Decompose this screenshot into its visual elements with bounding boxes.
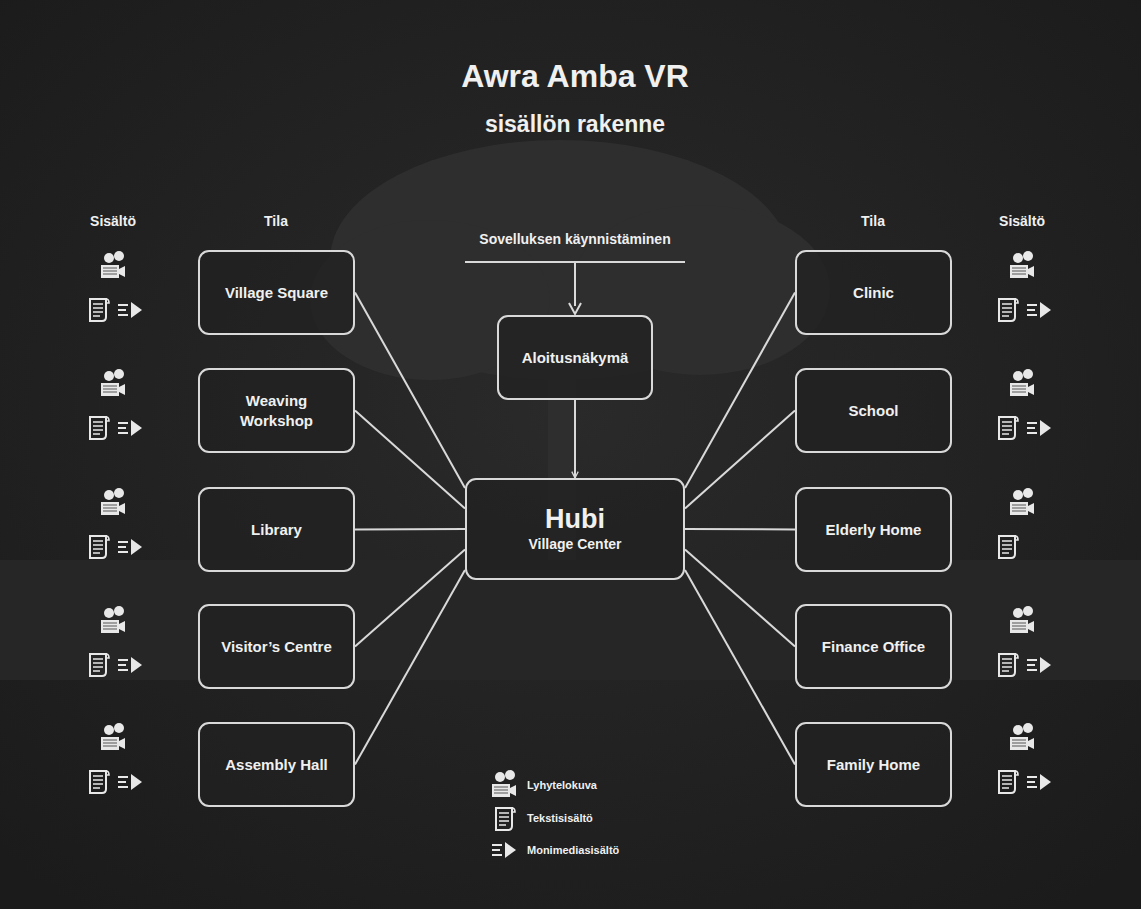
connector-line: [685, 528, 795, 531]
node-title: Elderly Home: [826, 520, 922, 540]
column-header: Sisältö: [999, 213, 1045, 229]
node-title: Hubi: [545, 503, 605, 535]
connector-line: [355, 411, 465, 509]
room-box: Assembly Hall: [198, 722, 355, 807]
node-title: School: [848, 401, 898, 421]
node-title: Family Home: [827, 755, 920, 775]
node-title: Finance Office: [822, 637, 925, 657]
legend-text: Tekstisisältö: [527, 812, 593, 824]
diagram-subtitle: sisällön rakenne: [485, 111, 665, 138]
node-title: Library: [251, 520, 302, 540]
room-box: Aloitusnäkymä: [497, 315, 653, 400]
node-title: Aloitusnäkymä: [522, 348, 629, 368]
node-title: Weaving Workshop: [214, 391, 339, 430]
node-title: Visitor’s Centre: [221, 637, 332, 657]
room-box: Library: [198, 487, 355, 572]
legend-text: Monimediasisältö: [527, 844, 619, 856]
connector-line: [685, 570, 795, 765]
node-title: Clinic: [853, 283, 894, 303]
connector-line: [355, 528, 465, 531]
column-header: Tila: [264, 213, 288, 229]
room-box: Finance Office: [795, 604, 952, 689]
connector-line: [355, 570, 465, 765]
legend-text: Lyhytelokuva: [527, 779, 597, 791]
room-box: Village Square: [198, 250, 355, 335]
column-header: Tila: [861, 213, 885, 229]
hub-box: HubiVillage Center: [465, 478, 685, 580]
diagram-title: Awra Amba VR: [461, 58, 689, 95]
room-box: Clinic: [795, 250, 952, 335]
node-subtitle: Village Center: [528, 535, 621, 555]
node-title: Assembly Hall: [225, 755, 328, 775]
connector-line: [574, 400, 576, 478]
room-box: Visitor’s Centre: [198, 604, 355, 689]
column-header: Sisältö: [90, 213, 136, 229]
connector-line: [685, 411, 795, 509]
room-box: Family Home: [795, 722, 952, 807]
node-title: Village Square: [225, 283, 328, 303]
room-box: Elderly Home: [795, 487, 952, 572]
room-box: Weaving Workshop: [198, 368, 355, 453]
room-box: School: [795, 368, 952, 453]
column-header: Sovelluksen käynnistäminen: [479, 231, 670, 247]
